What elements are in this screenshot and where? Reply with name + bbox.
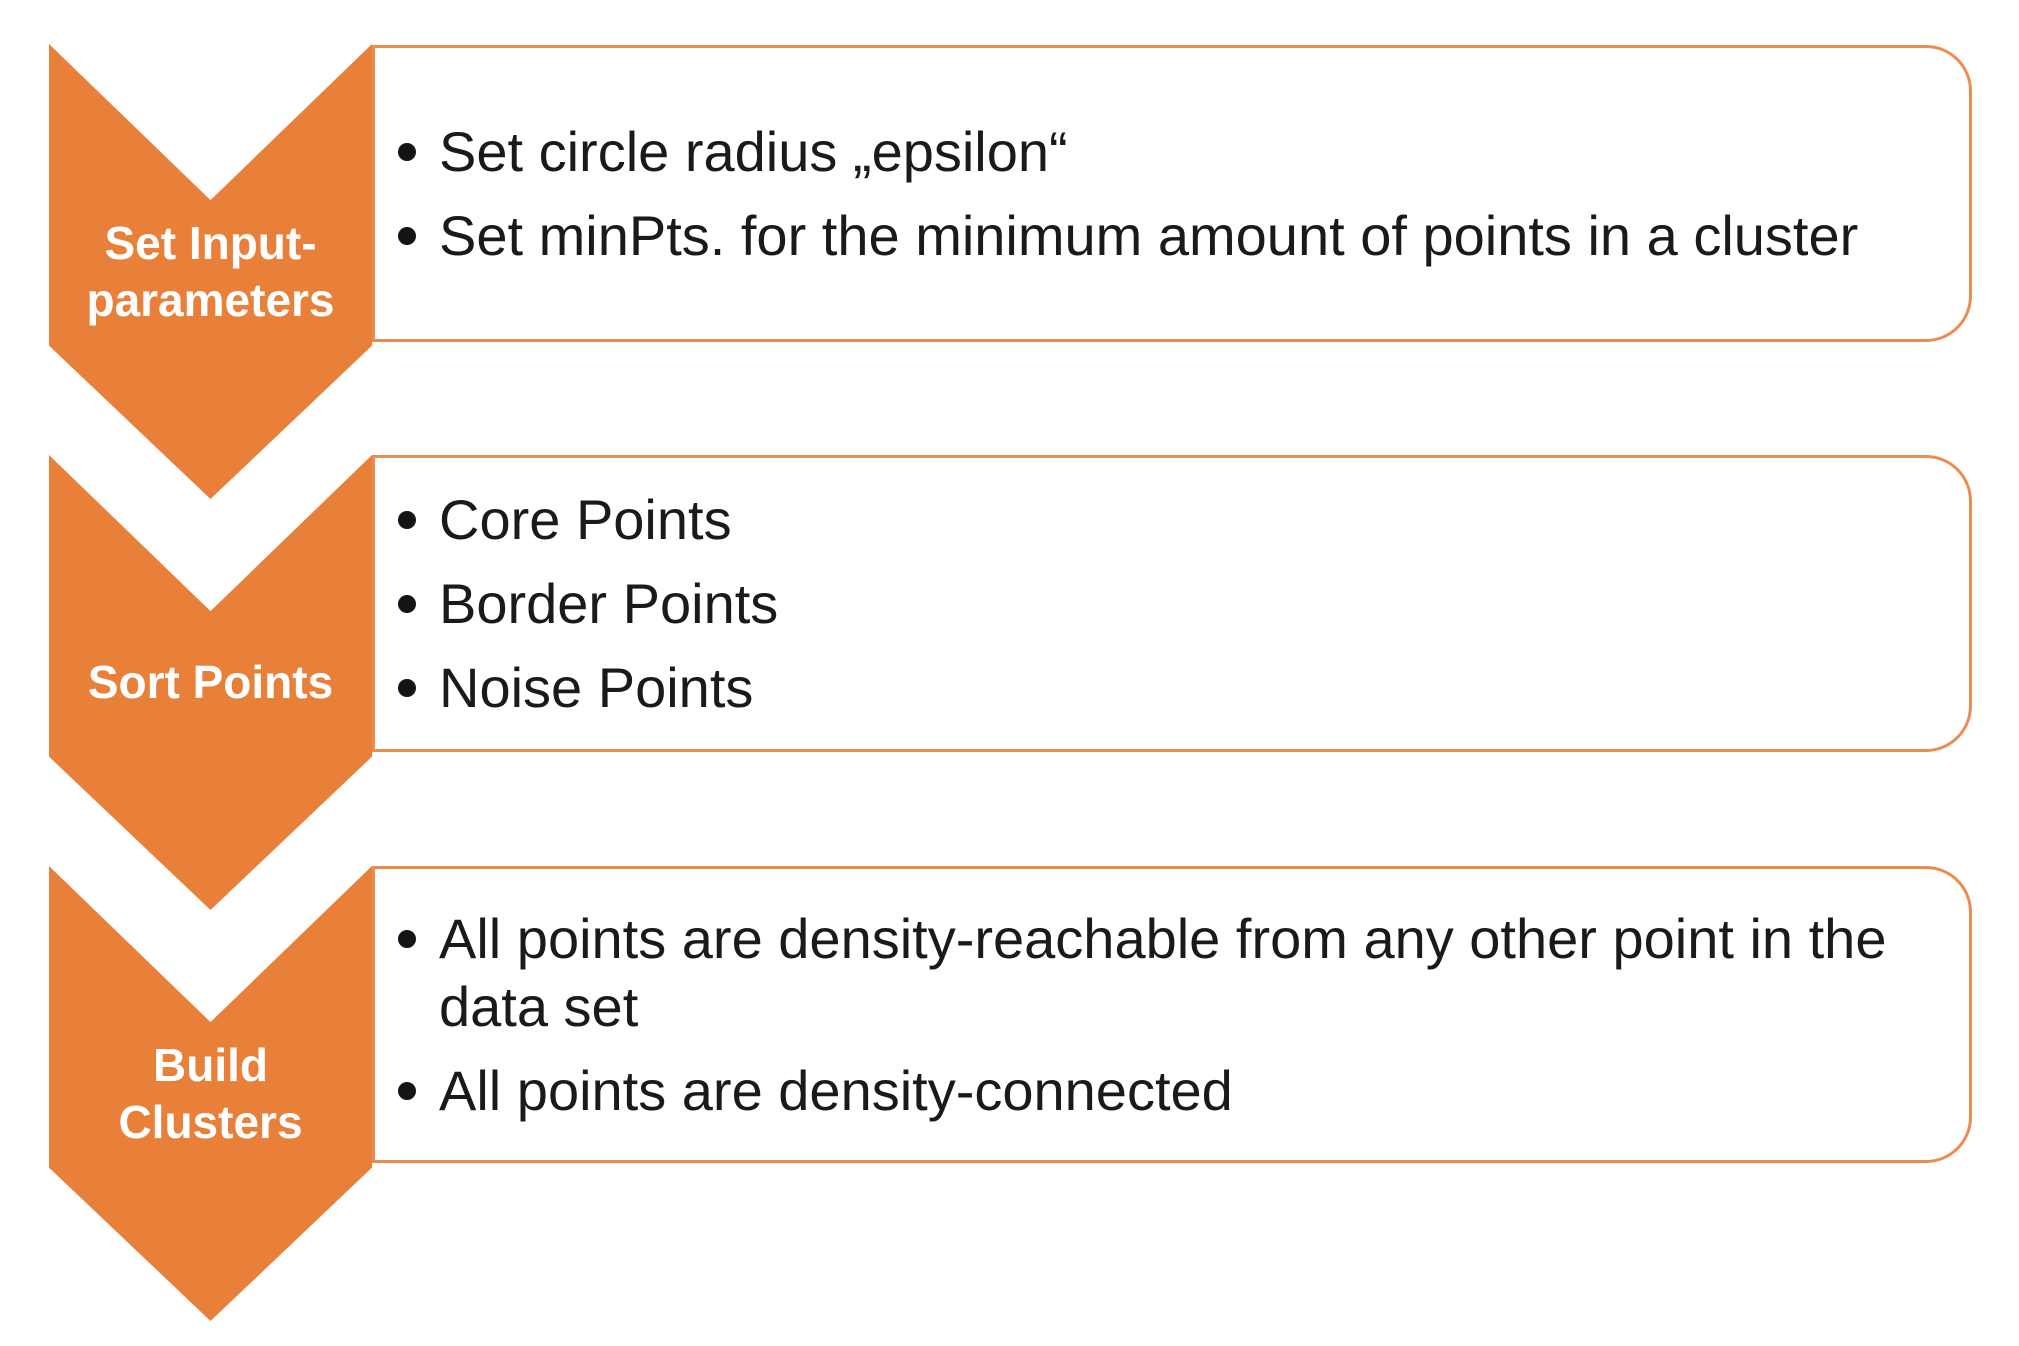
bullet-item: All points are density-reachable from an… [375,905,1929,1041]
step-detail-panel: Set circle radius „epsilon“ Set minPts. … [372,45,1972,342]
bullet-item: Set minPts. for the minimum amount of po… [375,202,1929,270]
chevron-arrow-down: Set Input- parameters [49,44,372,499]
bullet-item: Border Points [375,570,1929,638]
step-detail-panel: All points are density-reachable from an… [372,866,1972,1163]
bullet-item: Noise Points [375,654,1929,722]
bullet-item: Set circle radius „epsilon“ [375,118,1929,186]
step-label: Sort Points [87,656,334,708]
chevron-arrow-down: Sort Points [49,455,372,910]
bullet-item: All points are density-connected [375,1057,1929,1125]
step-label: Build Clusters [118,1038,303,1148]
step-label: Set Input- parameters [86,216,335,326]
bullet-item: Core Points [375,486,1929,554]
bullet-list: All points are density-reachable from an… [375,905,1969,1125]
chevron-arrow-down: Build Clusters [49,866,372,1321]
step-detail-panel: Core Points Border Points Noise Points [372,455,1972,752]
bullet-list: Core Points Border Points Noise Points [375,486,1969,722]
bullet-list: Set circle radius „epsilon“ Set minPts. … [375,118,1969,270]
